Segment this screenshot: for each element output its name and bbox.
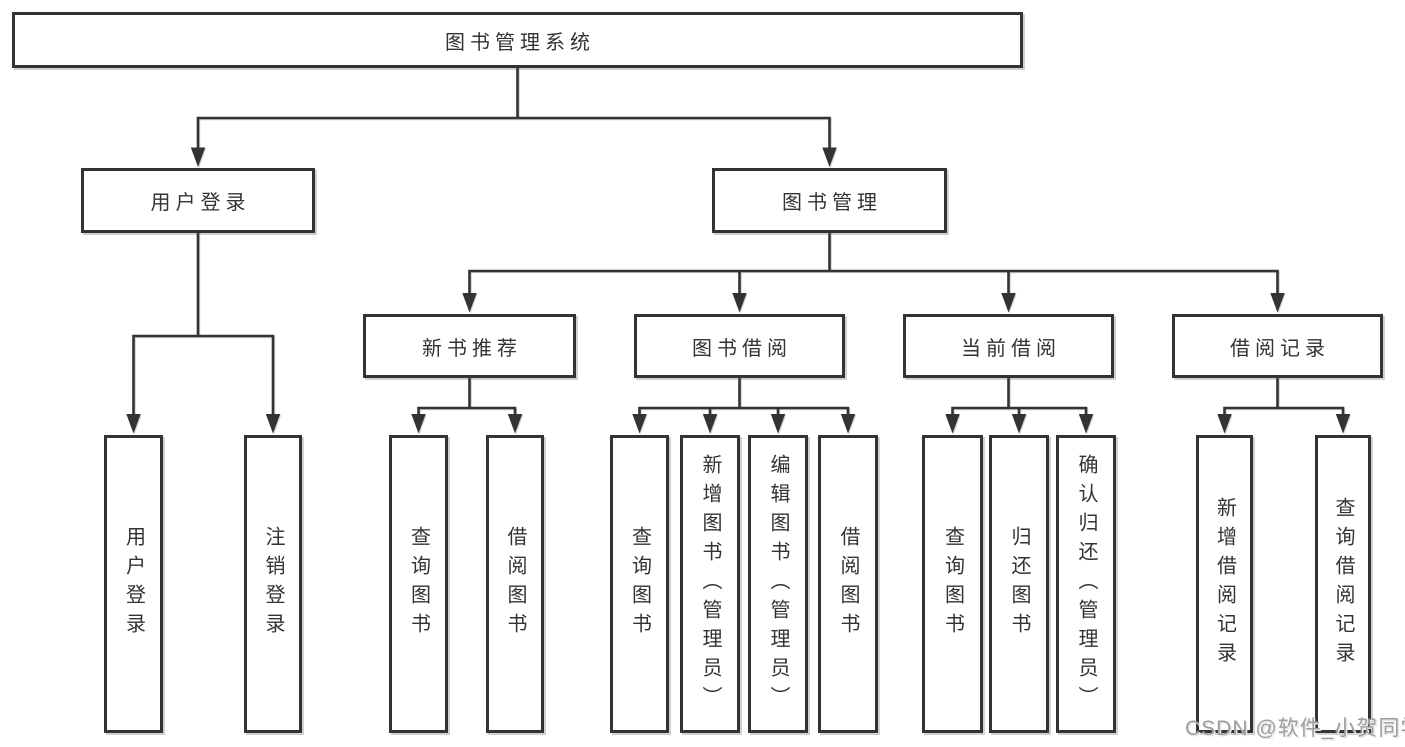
leaf-edit-book-admin: 编辑图书（管理员） — [748, 435, 808, 733]
arrowhead — [126, 414, 141, 434]
arrowhead — [1217, 414, 1232, 434]
leaf-query-borrow-record: 查询借阅记录 — [1315, 435, 1371, 733]
csdn-watermark: CSDN @软件_小贺同学 — [1185, 717, 1405, 740]
leaf-logout: 注销登录 — [244, 435, 302, 733]
leaf-return-book: 归还图书 — [989, 435, 1049, 733]
connector-mgmt-split — [468, 231, 1279, 296]
arrowhead — [945, 414, 960, 434]
arrowhead — [1011, 414, 1027, 434]
node-book-management: 图书管理 — [712, 168, 947, 233]
node-borrowing-records: 借阅记录 — [1172, 314, 1383, 378]
leaf-query-books-current: 查询图书 — [922, 435, 983, 733]
node-book-borrowing: 图书借阅 — [634, 314, 845, 378]
leaf-borrow-books: 借阅图书 — [818, 435, 878, 733]
leaf-confirm-return-admin: 确认归还（管理员） — [1056, 435, 1116, 733]
arrowhead — [1335, 414, 1351, 434]
node-user-login: 用户登录 — [81, 168, 315, 233]
connector-group-splits — [417, 376, 1345, 416]
leaf-query-books-borrowing: 查询图书 — [610, 435, 669, 733]
node-current-borrowing: 当前借阅 — [903, 314, 1114, 378]
leaf-add-book-admin: 新增图书（管理员） — [680, 435, 740, 733]
arrowhead — [770, 414, 786, 434]
arrowhead — [462, 293, 477, 313]
arrowhead — [1270, 293, 1285, 313]
arrowhead — [822, 147, 837, 167]
arrowhead — [732, 293, 747, 313]
arrowhead — [1001, 293, 1016, 313]
arrowhead — [265, 414, 281, 434]
leaf-borrow-books-recommend: 借阅图书 — [486, 435, 544, 733]
leaf-query-books-recommend: 查询图书 — [389, 435, 448, 733]
connector-login-split — [132, 231, 275, 417]
leaf-user-login: 用户登录 — [104, 435, 163, 733]
leaf-add-borrow-record: 新增借阅记录 — [1196, 435, 1253, 733]
connector-root-split — [196, 66, 831, 151]
node-library-management-system: 图书管理系统 — [12, 12, 1023, 68]
arrowhead — [632, 414, 647, 434]
arrowhead — [840, 414, 856, 434]
arrowhead — [1078, 414, 1094, 434]
arrowhead — [702, 414, 718, 434]
arrowhead — [507, 414, 523, 434]
arrowheads — [126, 147, 1351, 434]
node-new-book-recommend: 新书推荐 — [363, 314, 576, 378]
arrowhead — [411, 414, 426, 434]
arrowhead — [190, 147, 206, 167]
